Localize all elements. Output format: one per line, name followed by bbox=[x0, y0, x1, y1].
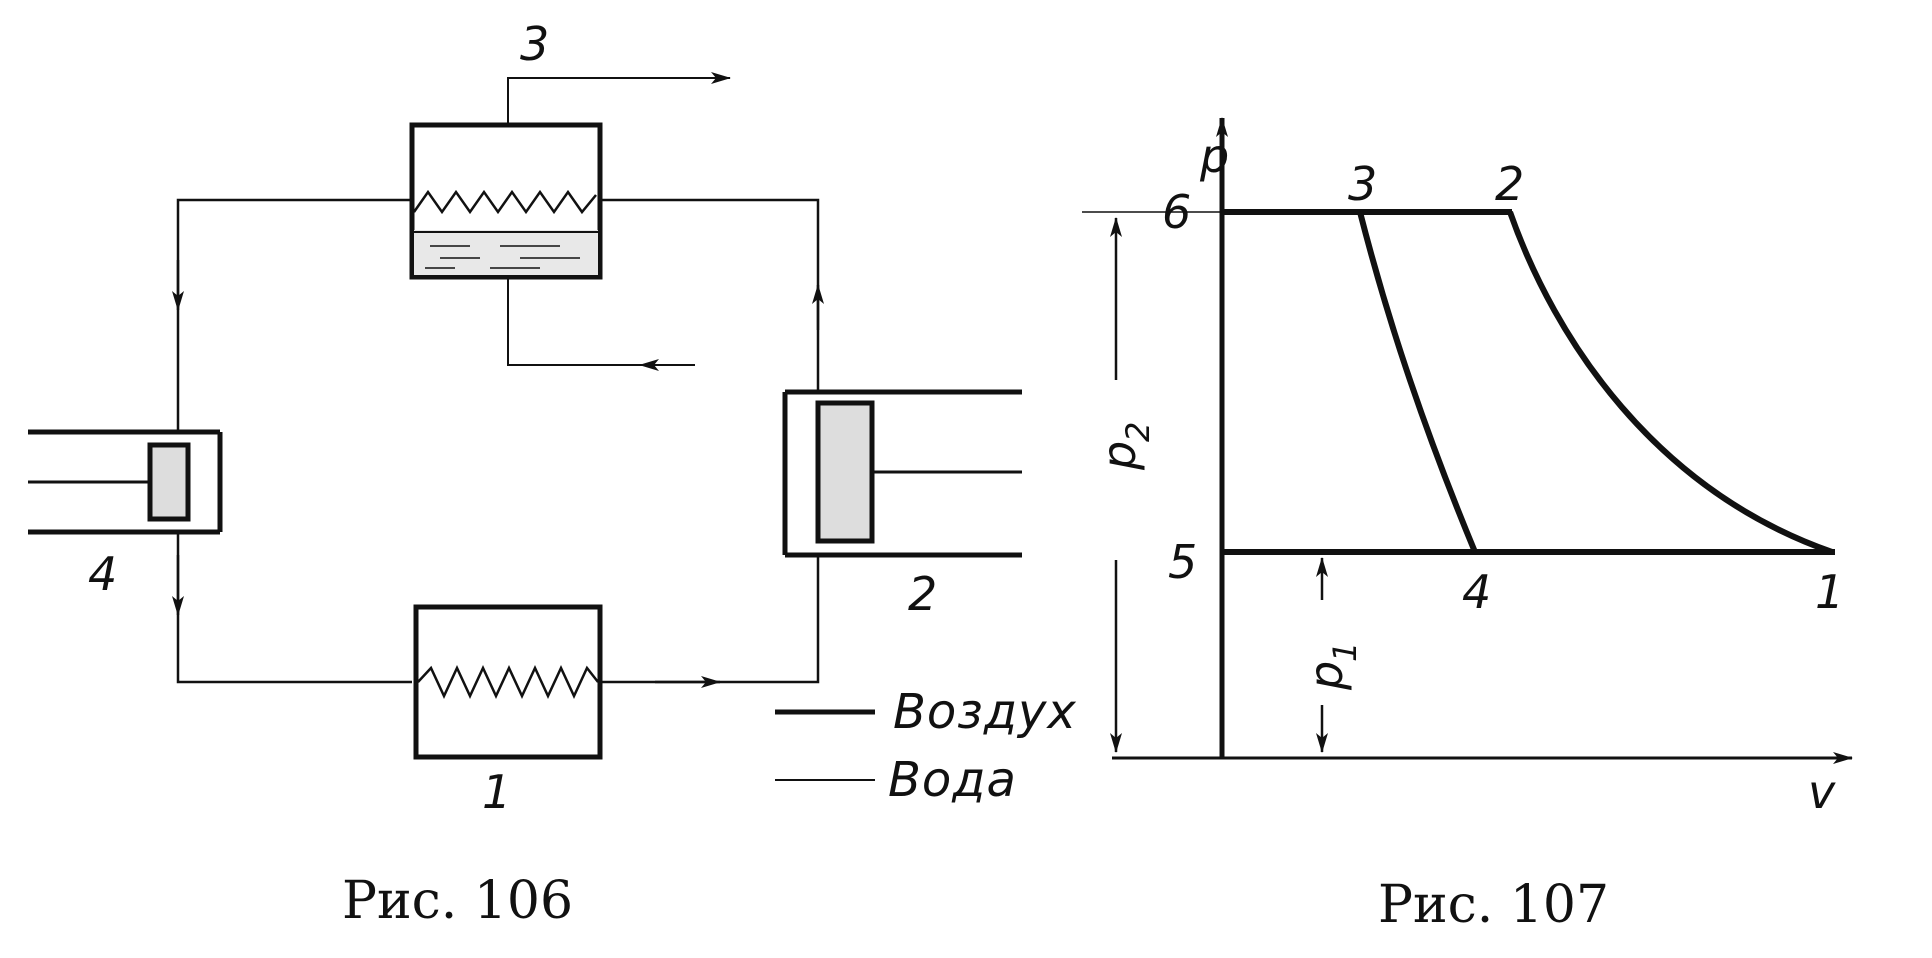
svg-text:p: p bbox=[1092, 441, 1146, 471]
figure-107: p v 6 3 2 5 4 1 p 2 p 1 Рис. 107 bbox=[1082, 117, 1853, 935]
compressor-piston bbox=[815, 400, 875, 544]
label-4: 4 bbox=[88, 547, 117, 601]
curve-3-4 bbox=[1357, 211, 1478, 554]
water-outlet-line bbox=[507, 72, 731, 125]
legend-air-label: Воздух bbox=[893, 684, 1077, 740]
point-4: 4 bbox=[1462, 565, 1491, 619]
figure-106: 3 4 2 1 Воздух Вода Рис. 106 bbox=[28, 17, 1077, 931]
expander-piston bbox=[147, 442, 191, 522]
svg-text:2: 2 bbox=[1119, 422, 1157, 442]
caption-107: Рис. 107 bbox=[1378, 875, 1609, 935]
compressor-cylinder bbox=[782, 389, 1022, 558]
expander-cylinder bbox=[28, 429, 223, 535]
label-2: 2 bbox=[908, 567, 937, 621]
curve-2-1 bbox=[1507, 211, 1833, 555]
point-5: 5 bbox=[1168, 535, 1197, 589]
label-3: 3 bbox=[520, 17, 549, 71]
point-2: 2 bbox=[1495, 157, 1524, 211]
svg-text:1: 1 bbox=[1326, 642, 1364, 662]
point-3: 3 bbox=[1348, 157, 1377, 211]
v-axis-label: v bbox=[1808, 765, 1836, 819]
condenser-coil bbox=[412, 189, 597, 215]
air-loop bbox=[172, 198, 824, 688]
point-6: 6 bbox=[1162, 185, 1191, 239]
caption-106: Рис. 106 bbox=[342, 871, 573, 931]
p1-label: p 1 bbox=[1299, 642, 1364, 691]
condenser bbox=[409, 122, 603, 280]
legend-water-label: Вода bbox=[888, 752, 1017, 808]
p-axis-label: p bbox=[1199, 129, 1229, 183]
label-1: 1 bbox=[482, 765, 511, 819]
legend: Воздух Вода bbox=[775, 684, 1077, 808]
point-1: 1 bbox=[1815, 565, 1844, 619]
svg-text:p: p bbox=[1299, 661, 1353, 691]
cooler bbox=[413, 604, 603, 760]
p2-label: p 2 bbox=[1092, 422, 1157, 471]
cooler-coil bbox=[417, 665, 599, 699]
water-inlet-line bbox=[507, 277, 695, 366]
